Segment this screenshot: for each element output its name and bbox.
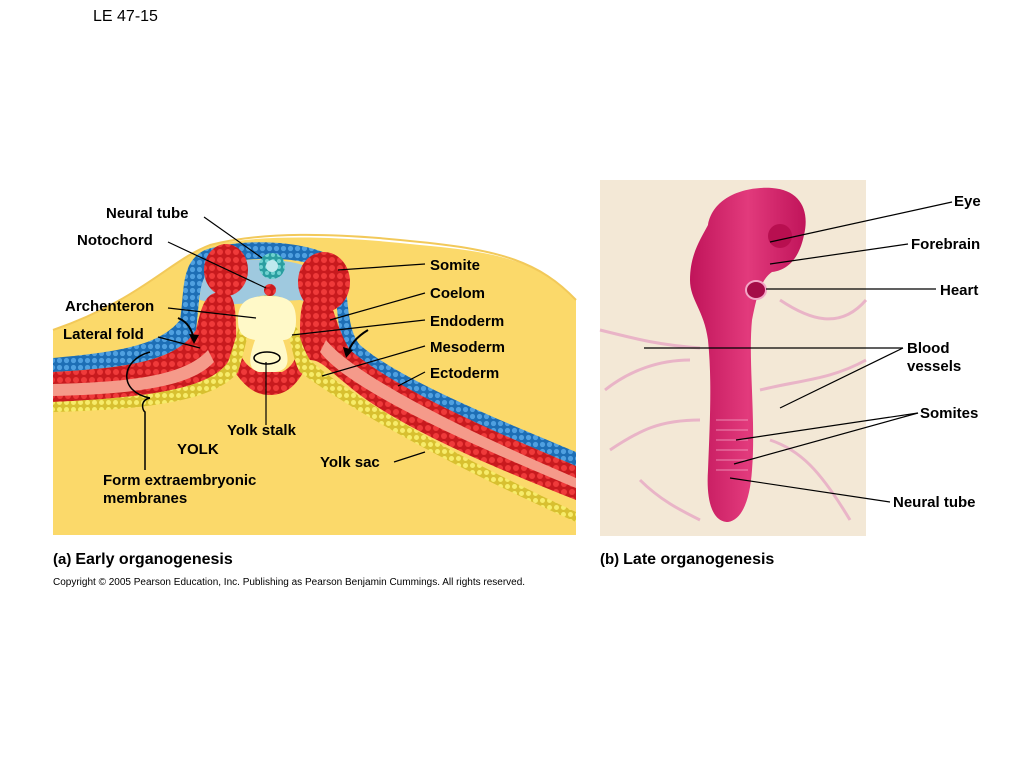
caption-b: (b)Late organogenesis bbox=[600, 551, 774, 569]
label-neural-tube-b: Neural tube bbox=[893, 494, 976, 511]
label-yolk: YOLK bbox=[177, 441, 219, 458]
embryo-heart bbox=[745, 280, 767, 300]
label-endoderm: Endoderm bbox=[430, 313, 505, 330]
label-form-extraembryonic: Form extraembryonic membranes bbox=[103, 472, 257, 507]
caption-a-tag: (a) bbox=[53, 551, 72, 568]
label-ectoderm: Ectoderm bbox=[430, 365, 500, 382]
label-notochord: Notochord bbox=[77, 232, 153, 249]
label-somites: Somites bbox=[920, 405, 979, 422]
lateral-fold-bracket bbox=[126, 351, 151, 399]
yolk-surface bbox=[53, 235, 576, 330]
somite-right bbox=[298, 252, 350, 312]
ectoderm-layer bbox=[53, 242, 576, 466]
label-somite: Somite bbox=[430, 257, 481, 274]
label-coelom: Coelom bbox=[430, 285, 486, 302]
coelom bbox=[53, 350, 214, 396]
label-blood-vessels: Blood vessels bbox=[907, 340, 962, 375]
caption-a: (a)Early organogenesis bbox=[53, 551, 233, 569]
label-yolk-stalk: Yolk stalk bbox=[227, 422, 296, 439]
archenteron-cavity bbox=[238, 296, 296, 372]
label-eye: Eye bbox=[954, 193, 981, 210]
mesoderm-layer bbox=[53, 291, 576, 500]
label-lateral-fold: Lateral fold bbox=[63, 326, 144, 343]
embryo-body bbox=[690, 187, 806, 522]
label-heart: Heart bbox=[940, 282, 979, 299]
slide-label: LE 47-15 bbox=[93, 8, 158, 25]
caption-b-title: Late organogenesis bbox=[623, 551, 775, 568]
yolk-stalk-ring bbox=[253, 351, 281, 365]
early-organogenesis-illustration bbox=[52, 216, 577, 535]
label-forebrain: Forebrain bbox=[911, 236, 981, 253]
embryo-eye bbox=[768, 224, 792, 248]
caption-a-title: Early organogenesis bbox=[75, 551, 233, 568]
label-yolk-sac: Yolk sac bbox=[320, 454, 380, 471]
notochord-dot bbox=[264, 284, 276, 296]
somite-left bbox=[204, 244, 248, 296]
label-neural-tube: Neural tube bbox=[106, 205, 189, 222]
label-mesoderm: Mesoderm bbox=[430, 339, 506, 356]
label-archenteron: Archenteron bbox=[65, 298, 155, 315]
caption-b-tag: (b) bbox=[600, 551, 620, 568]
copyright-notice: Copyright © 2005 Pearson Education, Inc.… bbox=[53, 577, 526, 588]
late-organogenesis-photo bbox=[599, 180, 953, 536]
